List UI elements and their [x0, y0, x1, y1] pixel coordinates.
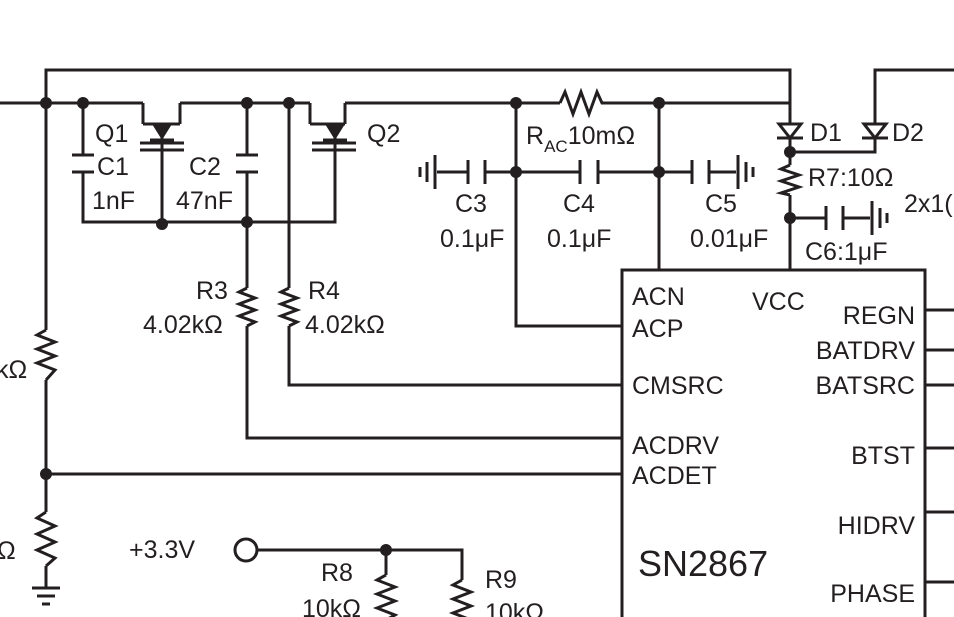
capacitor-c6	[824, 206, 845, 230]
capacitor-c5	[690, 160, 711, 184]
capacitor-c1	[72, 153, 94, 174]
r9-ref-label: R9	[485, 566, 517, 594]
resistor-left-top	[32, 328, 60, 382]
diode-d2	[860, 122, 890, 141]
ic-pin-acdet: ACDET	[632, 462, 717, 490]
ic-pin-batdrv: BATDRV	[816, 337, 915, 365]
r3-ref-label: R3	[196, 277, 228, 305]
c5-ref-label: C5	[705, 190, 737, 218]
supply-terminal	[233, 537, 259, 563]
c2-value-label: 47nF	[176, 187, 233, 215]
capacitor-c3	[466, 160, 487, 184]
supply-label: +3.3V	[129, 536, 195, 564]
ic-pin-acn: ACN	[632, 283, 685, 311]
c6-label: C6:1μF	[805, 238, 887, 266]
c4-ref-label: C4	[563, 190, 595, 218]
r3-value-label: 4.02kΩ	[143, 311, 223, 339]
diode-d1	[775, 122, 805, 141]
left-top-resistor-value: kΩ	[0, 356, 27, 384]
r9-value-label: 10kΩ	[485, 599, 544, 617]
c1-ref-label: C1	[97, 153, 129, 181]
c4-value-label: 0.1μF	[547, 225, 611, 253]
ic-pin-hidrv: HIDRV	[838, 512, 916, 540]
ic-pin-cmsrc: CMSRC	[632, 372, 724, 400]
ic-name: SN2867	[638, 543, 768, 584]
mosfet-q2	[310, 122, 356, 152]
ground-c5-right	[736, 155, 755, 189]
ic-pin-phase: PHASE	[830, 580, 915, 608]
cap-bank-label: 2x1(	[904, 190, 953, 218]
ground-c6	[870, 201, 889, 235]
d1-ref-label: D1	[810, 119, 842, 147]
ic-pin-regn: REGN	[843, 302, 915, 330]
resistor-r4	[276, 286, 302, 328]
ic-pin-btst: BTST	[851, 442, 915, 470]
resistor-left-bottom	[33, 510, 59, 568]
junction-dots	[40, 97, 796, 556]
mosfet-q1	[140, 122, 184, 152]
ic-pin-vcc: VCC	[752, 288, 805, 316]
r4-ref-label: R4	[308, 277, 340, 305]
c5-value-label: 0.01μF	[690, 225, 768, 253]
resistor-r9	[448, 578, 476, 617]
left-bottom-resistor-value: Ω	[0, 537, 16, 565]
resistor-r7	[775, 163, 804, 197]
resistor-r3	[234, 286, 260, 328]
q2-ref-label: Q2	[367, 120, 400, 148]
resistor-r8	[372, 573, 400, 617]
r8-value-label: 10kΩ	[302, 595, 361, 617]
resistor-rac	[558, 87, 606, 119]
rac-ref-label: RAC10mΩ	[526, 122, 635, 156]
c3-ref-label: C3	[455, 190, 487, 218]
c2-ref-label: C2	[189, 153, 221, 181]
r7-label: R7:10Ω	[808, 164, 893, 192]
ground-left	[32, 586, 60, 606]
capacitor-c2	[236, 153, 258, 174]
ic-pin-batsrc: BATSRC	[815, 372, 915, 400]
capacitor-c4	[578, 160, 600, 184]
ground-c3-left	[418, 155, 437, 189]
c3-value-label: 0.1μF	[440, 225, 504, 253]
r8-ref-label: R8	[321, 559, 353, 587]
r4-value-label: 4.02kΩ	[305, 311, 385, 339]
d2-ref-label: D2	[892, 119, 924, 147]
c1-value-label: 1nF	[92, 187, 135, 215]
ic-sn2867	[620, 268, 927, 617]
ic-pin-acdrv: ACDRV	[632, 432, 719, 460]
ic-pin-acp: ACP	[632, 315, 683, 343]
wires	[0, 68, 954, 588]
q1-ref-label: Q1	[95, 120, 128, 148]
